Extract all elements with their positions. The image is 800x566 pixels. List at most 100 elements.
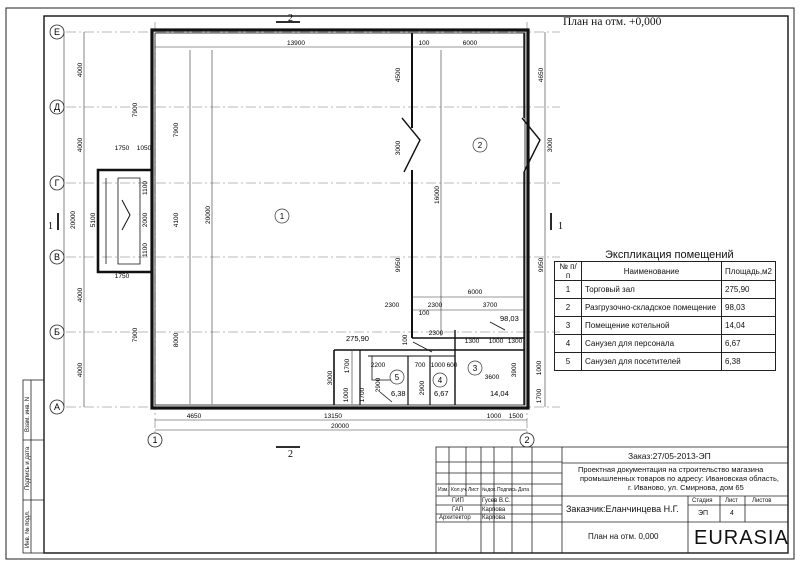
- dim-2200: 2200: [371, 362, 386, 369]
- section-mark-right: 1: [558, 221, 563, 232]
- room-label-3: 3: [473, 364, 478, 373]
- stamp-stage-header: Стадия: [692, 498, 713, 504]
- dim-r-9950: 9950: [538, 257, 545, 272]
- dim-1700: 1700: [359, 387, 366, 402]
- room-marker-3: [467, 360, 483, 376]
- table-row: 2 Разгрузочно-складское помещение 98,03: [554, 298, 776, 317]
- stamp-project-line-1: Проектная документация на строительство …: [578, 465, 764, 474]
- expl-num: 5: [554, 352, 582, 371]
- dim-1000b: 1000: [431, 362, 446, 369]
- dim-bot-13150: 13150: [324, 413, 342, 420]
- dim-i-16000: 16000: [434, 186, 441, 204]
- dim-mid-2300c: 2300: [429, 330, 444, 337]
- dim-s-3900: 3900: [511, 362, 518, 377]
- axis-label-2: 2: [524, 435, 529, 445]
- explication-header-row: № п/п Наименование Площадь,м2: [554, 261, 776, 281]
- dim-top-13900: 13900: [287, 40, 305, 47]
- axis-label-1: 1: [152, 435, 157, 445]
- dim-bot-4650: 4650: [187, 413, 202, 420]
- dim-l-1750a: 1750: [115, 145, 130, 152]
- stamp-sheet-name: План на отм. 0,000: [588, 532, 659, 541]
- room-label-1: 1: [280, 212, 285, 221]
- area-label-5: 6,38: [391, 389, 406, 398]
- dim-r-1700: 1700: [536, 388, 543, 403]
- dim-i-3000a: 3000: [395, 140, 402, 155]
- dim-l-4000c: 4000: [77, 287, 84, 302]
- dim-r-3000: 3000: [547, 137, 554, 152]
- dim-700: 700: [415, 362, 426, 369]
- table-row: 3 Помещение котельной 14,04: [554, 316, 776, 335]
- dim-1000c: 1000: [343, 387, 350, 402]
- dim-s-2900: 2900: [375, 377, 382, 392]
- left-stamp-vzam: Взам. инв. N: [25, 396, 31, 432]
- dim-top-6000: 6000: [463, 40, 478, 47]
- walls: [96, 28, 541, 410]
- dim-1300b: 1300: [508, 338, 523, 345]
- table-row: 4 Санузел для персонала 6,67: [554, 334, 776, 353]
- axis-label-e: Е: [54, 27, 60, 37]
- axis-label-g: Г: [55, 178, 60, 188]
- dim-mid-100: 100: [419, 310, 430, 317]
- axis-label-d: Д: [54, 102, 60, 112]
- room-marker-4: [432, 372, 448, 388]
- expl-area: 14,04: [721, 316, 776, 335]
- dim-mid-2300a: 2300: [385, 302, 400, 309]
- dim-r-1000: 1000: [536, 360, 543, 375]
- expl-area: 6,67: [721, 334, 776, 353]
- dim-i-8000: 8000: [173, 332, 180, 347]
- area-label-2: 98,03: [500, 314, 519, 323]
- stamp-col-sign: Подпись: [497, 487, 517, 493]
- stamp-project-line-2: промышленных товаров по адресу: Ивановск…: [580, 474, 779, 483]
- stamp-customer: Заказчик:Еланчинцева Н.Г.: [566, 504, 679, 514]
- dim-i-20000: 20000: [205, 206, 212, 224]
- dim-bot-20000: 20000: [331, 423, 349, 430]
- dim-1300a: 1300: [465, 338, 480, 345]
- axis-label-a: А: [54, 402, 60, 412]
- left-stamp-strip: [22, 379, 45, 554]
- dim-i-100: 100: [402, 334, 409, 345]
- expl-num: 3: [554, 316, 582, 335]
- dimension-lines: [63, 32, 546, 431]
- dim-600: 600: [447, 362, 458, 369]
- axis-marker-v: [49, 249, 65, 265]
- stamp-sheets-header: Листов: [752, 498, 772, 504]
- axis-markers: Е Д Г В Б А 1 2: [49, 24, 535, 448]
- area-label-3: 14,04: [490, 389, 509, 398]
- dim-s-2900b: 2900: [419, 380, 426, 395]
- sheet-title: План на отм. +0,000: [563, 16, 662, 28]
- axis-marker-1: [147, 432, 163, 448]
- outer-frame: [5, 7, 795, 560]
- room-marker-2: [472, 137, 488, 153]
- eurasia-logo: EURASIA: [694, 527, 789, 549]
- title-block: [435, 446, 789, 554]
- dim-l-1100b: 1100: [142, 243, 149, 257]
- dim-l-4000a: 4000: [77, 62, 84, 77]
- dim-3600: 3600: [485, 374, 500, 381]
- dim-i-4100: 4100: [173, 212, 180, 227]
- dim-i-7900: 7900: [173, 122, 180, 137]
- stamp-col-kol: Кол.уч.: [451, 487, 468, 493]
- dim-mid-3700: 3700: [483, 302, 498, 309]
- dim-l-2000: 2000: [142, 212, 149, 227]
- stamp-order: Заказ:27/05-2013-ЭП: [628, 451, 711, 461]
- expl-header-num: № п/п: [554, 261, 582, 281]
- area-label-4: 6,67: [434, 389, 449, 398]
- expl-num: 4: [554, 334, 582, 353]
- expl-area: 98,03: [721, 298, 776, 317]
- dim-l-1100a: 1100: [142, 181, 149, 195]
- area-label-1: 275,90: [346, 334, 369, 343]
- dim-1000: 1000: [489, 338, 504, 345]
- dim-bot-1500: 1500: [509, 413, 524, 420]
- dim-l-5100: 5100: [90, 212, 97, 227]
- dim-i-9950: 9950: [395, 257, 402, 272]
- expl-name: Разгрузочно-складское помещение: [581, 298, 722, 317]
- axis-marker-d: [49, 99, 65, 115]
- explication-table: № п/п Наименование Площадь,м2 1 Торговый…: [554, 261, 776, 371]
- dim-s-3000: 3000: [327, 370, 334, 385]
- room-label-4: 4: [438, 376, 443, 385]
- section-marks: [57, 21, 552, 448]
- expl-name: Помещение котельной: [581, 316, 722, 335]
- dim-mid-6000: 6000: [468, 289, 483, 296]
- left-stamp-signature-date: Подпись и дата: [25, 446, 31, 490]
